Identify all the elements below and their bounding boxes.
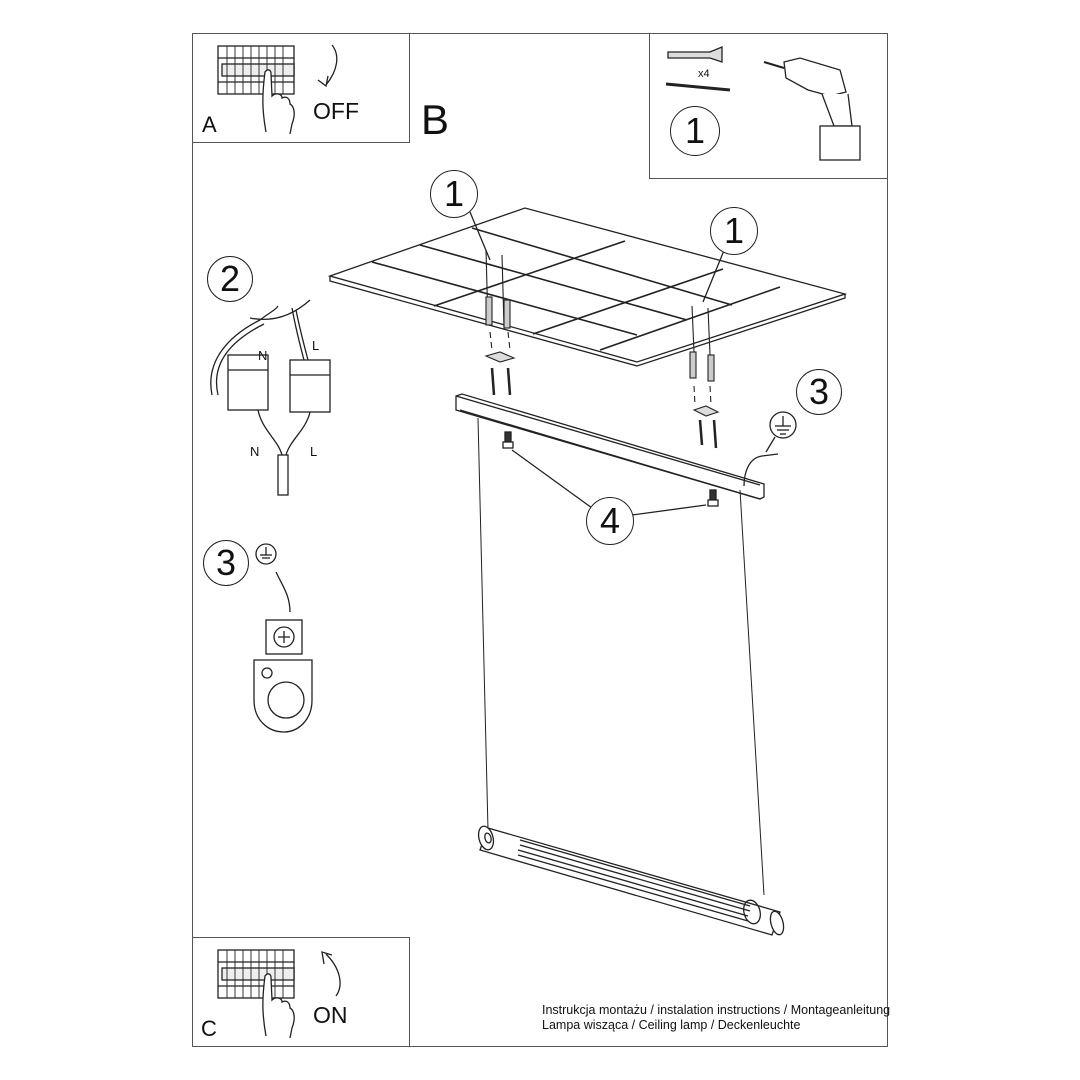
footer-instructions-line: Instrukcja montażu / instalation instruc… (542, 1003, 891, 1017)
wire-label-n-bottom: N (250, 444, 260, 459)
panel-a-letter: A (202, 112, 217, 137)
arrow-down-icon (317, 44, 338, 88)
hand-icon (262, 973, 295, 1039)
screw-icon (665, 82, 731, 92)
step-1-right-callout: 1 (710, 207, 758, 255)
terminal-block-icon (210, 299, 331, 496)
hand-icon (262, 69, 295, 135)
wall-plug-icon (667, 46, 723, 63)
sheet-footer: Instrukcja montażu / instalation instruc… (542, 1003, 890, 1033)
ceiling-grid (327, 207, 848, 367)
screw-icon (502, 431, 719, 507)
panel-c-letter: C (201, 1016, 217, 1041)
drill-icon (763, 57, 861, 161)
circuit-breaker-icon (217, 949, 295, 999)
ground-symbol-icon (765, 411, 797, 453)
step-1-left-callout: 1 (430, 170, 478, 218)
step-2-wiring-callout: 2 (207, 256, 253, 302)
step-1-tools-callout: 1 (670, 106, 720, 156)
quantity-label: x4 (698, 68, 710, 80)
ground-symbol-icon (255, 543, 277, 565)
ground-terminal-icon (253, 619, 313, 733)
wire-label-l-bottom: L (310, 444, 318, 459)
on-label: ON (313, 1002, 348, 1028)
instruction-sheet-frame (192, 33, 888, 1047)
wire-label-n-top: N (258, 348, 268, 363)
panel-b-letter: B (421, 96, 450, 143)
footer-product-line: Lampa wisząca / Ceiling lamp / Deckenleu… (542, 1018, 801, 1032)
step-4-screws-callout: 4 (586, 497, 634, 545)
arrow-up-icon (321, 951, 341, 997)
off-label: OFF (313, 98, 359, 124)
screw-icon (484, 249, 720, 449)
circuit-breaker-icon (217, 45, 295, 95)
tube-lamp (477, 825, 785, 936)
ceiling-canopy (455, 393, 779, 500)
step-3-ground-callout: 3 (203, 540, 249, 586)
wire-label-l-top: L (312, 338, 320, 353)
step-3-canopy-callout: 3 (796, 369, 842, 415)
